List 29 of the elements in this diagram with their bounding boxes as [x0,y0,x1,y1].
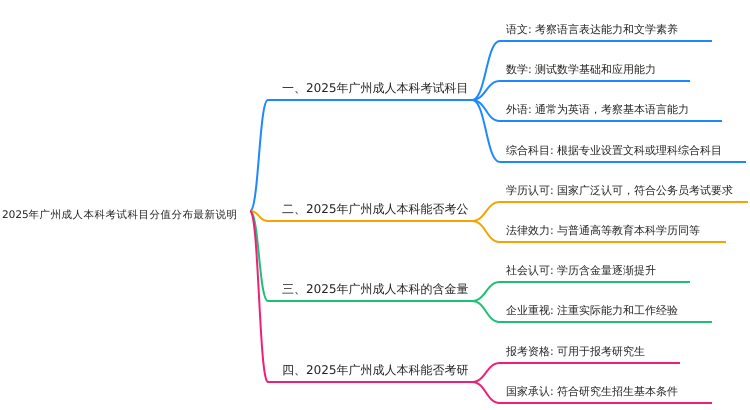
connector [249,210,269,383]
connector [250,210,268,222]
connector [472,201,500,222]
branch-topic: 四、2025年广州成人本科能否考研 [268,357,472,383]
connector [249,210,269,302]
branch-topic: 一、2025年广州成人本科考试科目 [268,75,472,101]
connector [472,300,500,323]
branch-topic: 二、2025年广州成人本科能否考公 [268,196,472,222]
connector [472,80,500,101]
subtopic: 语文: 考察语言表达能力和文学素养 [500,18,712,42]
subtopic: 数学: 测试数学基础和应用能力 [500,58,690,82]
subtopic: 外语: 通常为英语，考察基本语言能力 [500,98,722,122]
central-topic: 2025年广州成人本科考试科目分值分布最新说明 [2,198,250,224]
connector [472,40,500,101]
connector [472,99,500,122]
branch-topic: 三、2025年广州成人本科的含金量 [268,276,472,302]
connector [472,99,500,163]
subtopic: 综合科目: 根据专业设置文科或理科综合科目 [500,139,746,163]
subtopic: 学历认可: 国家广泛认可，符合公务员考试要求 [500,179,748,203]
connector [472,220,500,243]
connector [472,281,500,302]
connector [472,362,500,383]
subtopic: 报考资格: 可用于报考研究生 [500,340,680,364]
subtopic: 社会认可: 学历含金量逐渐提升 [500,259,690,283]
connector [472,381,500,404]
connector [249,99,269,212]
subtopic: 法律效力: 与普通高等教育本科学历同等 [500,219,726,243]
subtopic: 企业重视: 注重实际能力和工作经验 [500,299,712,323]
subtopic: 国家承认: 符合研究生招生基本条件 [500,380,712,404]
